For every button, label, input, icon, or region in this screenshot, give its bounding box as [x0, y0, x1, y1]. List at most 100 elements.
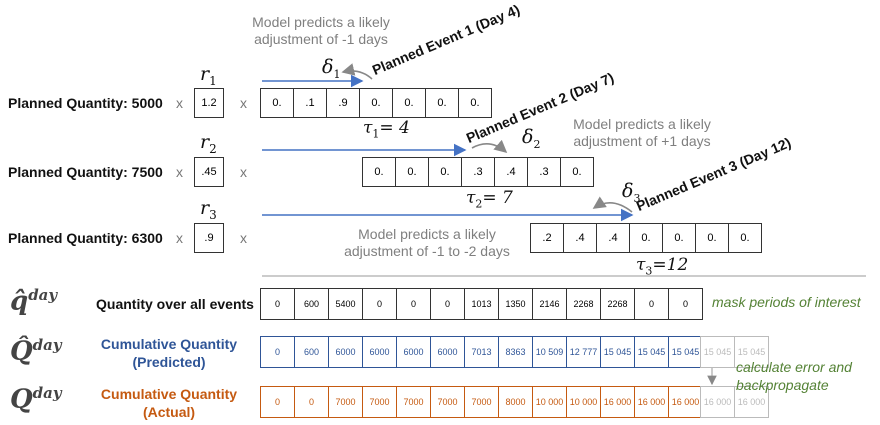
actual-cell: 7000: [396, 386, 431, 418]
quantity-cell: 1013: [464, 288, 499, 320]
predicted-cell: 6000: [362, 336, 397, 368]
adjust-arrow-1: [341, 63, 373, 80]
quantity-cell: 2146: [532, 288, 567, 320]
row1-cell: 0.: [359, 88, 393, 118]
actual-cell: 0: [260, 386, 295, 418]
quantity-cell: 600: [294, 288, 329, 320]
row3-cell: .4: [596, 223, 630, 253]
actual-cell: 16 000: [600, 386, 635, 418]
quantity-cell: 0: [668, 288, 703, 320]
mask-note: mask periods of interest: [712, 294, 861, 310]
row3-r-label: r3: [200, 197, 217, 222]
predicted-cell: 7013: [464, 336, 499, 368]
quantity-cell: 0: [260, 288, 295, 320]
row2-cell: .4: [494, 157, 528, 187]
predicted-cell: 15 045: [600, 336, 635, 368]
row2-multiply2: x: [240, 164, 247, 180]
row1-tau: τ1= 4: [363, 118, 410, 141]
quantity-label: Quantity over all events: [96, 296, 254, 312]
actual-cell: 10 000: [566, 386, 601, 418]
quantity-cell: 1350: [498, 288, 533, 320]
row3-tau: τ3=12: [636, 255, 689, 278]
row1-cell: .1: [293, 88, 327, 118]
predicted-cell: 6000: [328, 336, 363, 368]
row1-cell: 0.: [392, 88, 426, 118]
actual-cell: 7000: [430, 386, 465, 418]
actual-cell: 16 000: [668, 386, 703, 418]
row3-multiply: x: [176, 230, 183, 246]
predicted-cell: 6000: [430, 336, 465, 368]
predicted-cell: 6000: [396, 336, 431, 368]
row1-cell: .9: [326, 88, 360, 118]
row2-cell: 0.: [395, 157, 429, 187]
row3-cell: .2: [530, 223, 564, 253]
row1-multiply: x: [176, 95, 183, 111]
actual-faded-cell: 16 000: [734, 386, 769, 418]
row2-multiply: x: [176, 164, 183, 180]
row3-multiply2: x: [240, 230, 247, 246]
actual-cell: 10 000: [532, 386, 567, 418]
row3-label: Planned Quantity: 6300: [8, 230, 163, 246]
row3-cell: 0.: [629, 223, 663, 253]
delta-2: δ2: [522, 126, 541, 151]
actual-faded-cell: 16 000: [700, 386, 735, 418]
quantity-cell: 0: [362, 288, 397, 320]
delta-1: δ1: [322, 56, 341, 81]
predicted-cell: 8363: [498, 336, 533, 368]
adjust-arrow-3: [592, 196, 633, 213]
actual-cell: 0: [294, 386, 329, 418]
Q-hat-symbol: Q̂day: [10, 336, 62, 367]
row3-r-value: .9: [194, 223, 224, 253]
row2-cell: 0.: [560, 157, 594, 187]
row1-cell: 0.: [458, 88, 492, 118]
row1-multiply2: x: [240, 95, 247, 111]
row2-tau: τ2= 7: [466, 188, 513, 211]
row3-cell: 0.: [695, 223, 729, 253]
adjust-arrow-2: [471, 139, 508, 154]
row2-cell: .3: [527, 157, 561, 187]
actual-cell: 16 000: [634, 386, 669, 418]
row1-r-label: r1: [200, 63, 217, 88]
quantity-cell: 2268: [566, 288, 601, 320]
row1-r-value: 1.2: [194, 88, 224, 118]
q-hat-symbol: q̂day: [10, 286, 58, 317]
quantity-cell: 0: [396, 288, 431, 320]
actual-cell: 7000: [328, 386, 363, 418]
row2-label: Planned Quantity: 7500: [8, 164, 163, 180]
row2-r-label: r2: [200, 131, 217, 156]
row2-cell: 0.: [362, 157, 396, 187]
predicted-cell: 15 045: [634, 336, 669, 368]
predicted-faded-cell: 15 045: [734, 336, 769, 368]
quantity-cell: 2268: [600, 288, 635, 320]
row2-cell: .3: [461, 157, 495, 187]
actual-cell: 7000: [464, 386, 499, 418]
predicted-cell: 600: [294, 336, 329, 368]
row3-cell: 0.: [662, 223, 696, 253]
actual-cell: 7000: [362, 386, 397, 418]
predicted-cell: 10 509: [532, 336, 567, 368]
row1-cell: 0.: [260, 88, 294, 118]
delta-3: δ3: [622, 180, 641, 205]
row3-cell: 0.: [728, 223, 762, 253]
actual-cell: 8000: [498, 386, 533, 418]
row3-cell: .4: [563, 223, 597, 253]
quantity-cell: 0: [634, 288, 669, 320]
predicted-cell: 0: [260, 336, 295, 368]
row2-r-value: .45: [194, 157, 224, 187]
predicted-faded-cell: 15 045: [700, 336, 735, 368]
predicted-label: Cumulative Quantity(Predicted): [100, 336, 238, 370]
actual-label: Cumulative Quantity(Actual): [100, 386, 238, 420]
